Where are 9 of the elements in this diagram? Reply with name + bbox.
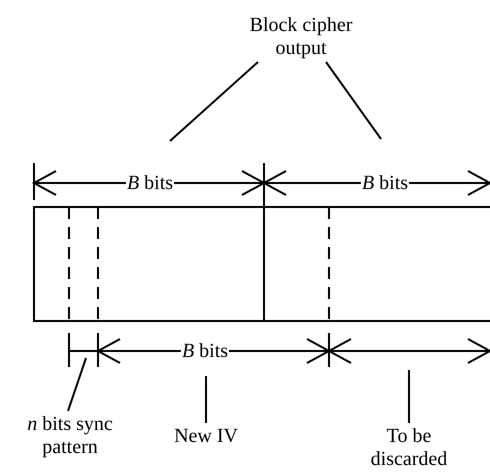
leader-line <box>408 370 410 423</box>
leader-label: New IV <box>156 425 256 448</box>
leader-label: To be discarded <box>359 425 459 471</box>
leader-line <box>67 358 87 412</box>
leader-line <box>325 61 382 140</box>
leader-line <box>205 376 207 423</box>
leader-line <box>169 61 259 142</box>
leader-label: n bits sync pattern <box>10 413 130 459</box>
leader-label: Block cipher output <box>231 14 371 60</box>
